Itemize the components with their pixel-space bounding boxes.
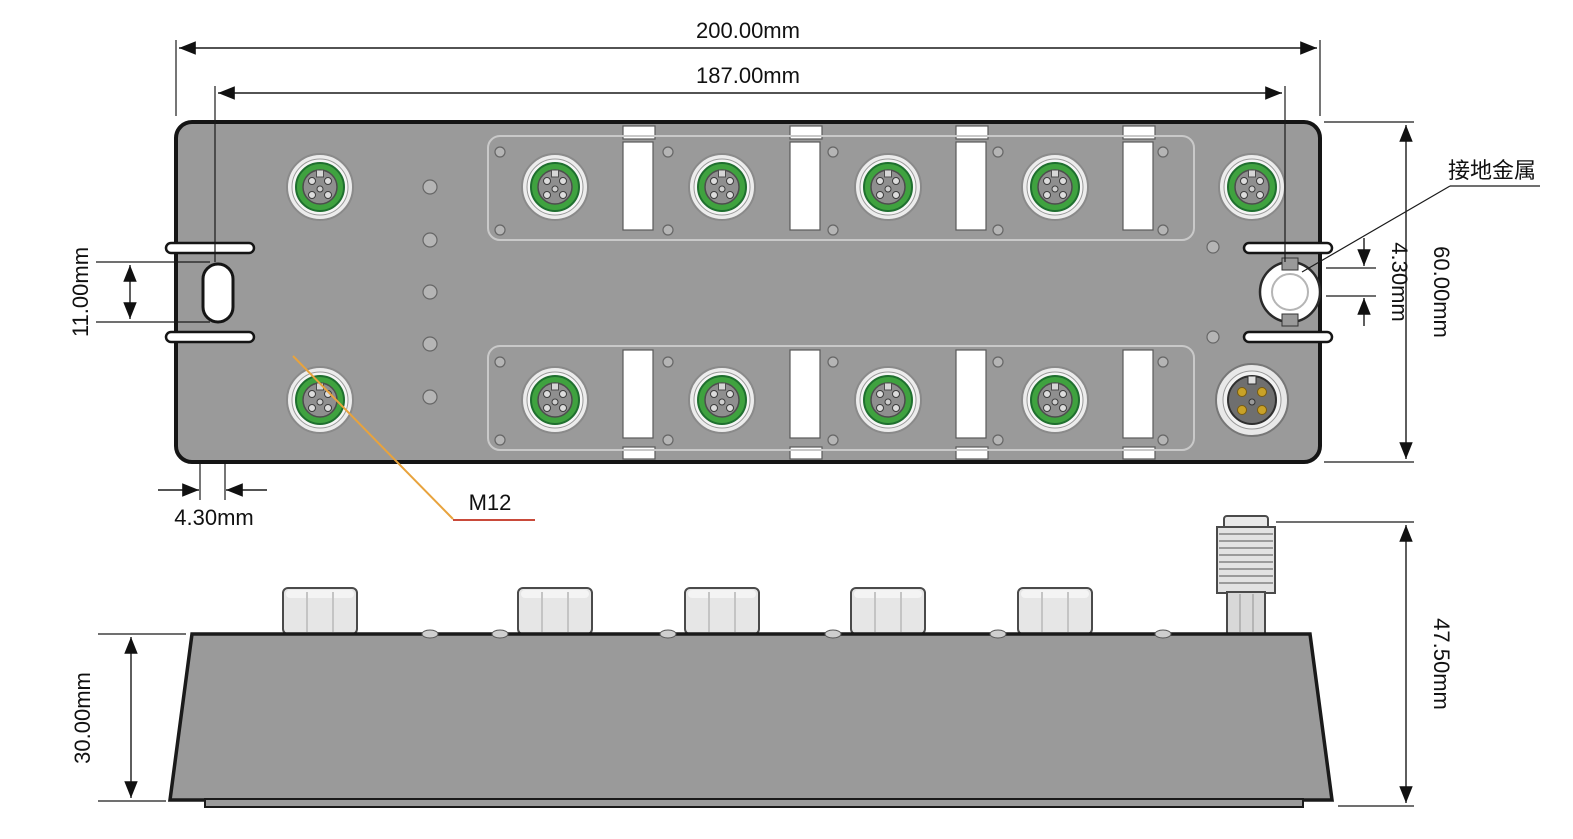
base-plate-side-view [204,798,1304,808]
port-label-windows [622,141,1154,439]
m12-socket [286,153,354,221]
m12-label: M12 [469,490,512,515]
ground-metal-callout: 接地金属 [1301,158,1540,273]
m12-male-connector-side [1216,515,1276,635]
power-connector [1215,363,1289,437]
m12-socket [1021,366,1089,434]
m12-socket-coded [1218,153,1286,221]
m12-callout: M12 [292,355,535,521]
mounting-grooves [164,241,1334,344]
mounting-slot [201,262,235,324]
connector-tower-side [517,587,593,635]
dim-body-height: 60.00mm [1324,121,1454,463]
m12-leader-line [292,355,454,520]
m12-socket [854,153,922,221]
dim-side-body-height: 30.00mm [70,633,186,802]
connector-tower-side [684,587,760,635]
side-view [168,515,1334,808]
connector-panel-outlines [487,135,1195,451]
m12-socket [521,366,589,434]
connector-tower-side [1017,587,1093,635]
dim-total-height: 47.50mm [1276,521,1454,807]
dim-slot-edge-offset-label: 4.30mm [174,505,253,530]
dim-slot-length-label: 11.00mm [68,247,93,337]
connector-tower-side [850,587,926,635]
top-view [164,120,1334,464]
dim-total-height-label: 47.50mm [1429,618,1454,710]
housing-body-side-view [168,632,1334,802]
dim-slot-edge-offset: 4.30mm [158,464,267,530]
m12-socket [688,366,756,434]
dim-ground-offset: 4.30mm [1326,238,1412,326]
led-bumps-side [421,629,1172,639]
m12-socket [688,153,756,221]
dim-mount-span: 187.00mm [214,63,1286,262]
ground-contact [1258,257,1322,327]
dim-ground-offset-label: 4.30mm [1387,242,1412,321]
dim-overall-width-label: 200.00mm [696,18,800,43]
led-indicators [422,146,1220,446]
dim-overall-width: 200.00mm [175,18,1321,116]
dimensions: 200.00mm 187.00mm 11.00mm 4.30mm [68,18,1540,807]
connector-tower-side [282,587,358,635]
dim-mount-span-label: 187.00mm [696,63,800,88]
m12-socket [521,153,589,221]
m12-socket [286,366,354,434]
m12-socket [1021,153,1089,221]
dim-slot-length: 11.00mm [68,247,210,337]
m12-socket [854,366,922,434]
dim-body-height-label: 60.00mm [1429,246,1454,338]
ground-metal-label: 接地金属 [1448,158,1536,183]
thread-lines [1219,533,1273,584]
dim-side-body-height-label: 30.00mm [70,672,95,764]
